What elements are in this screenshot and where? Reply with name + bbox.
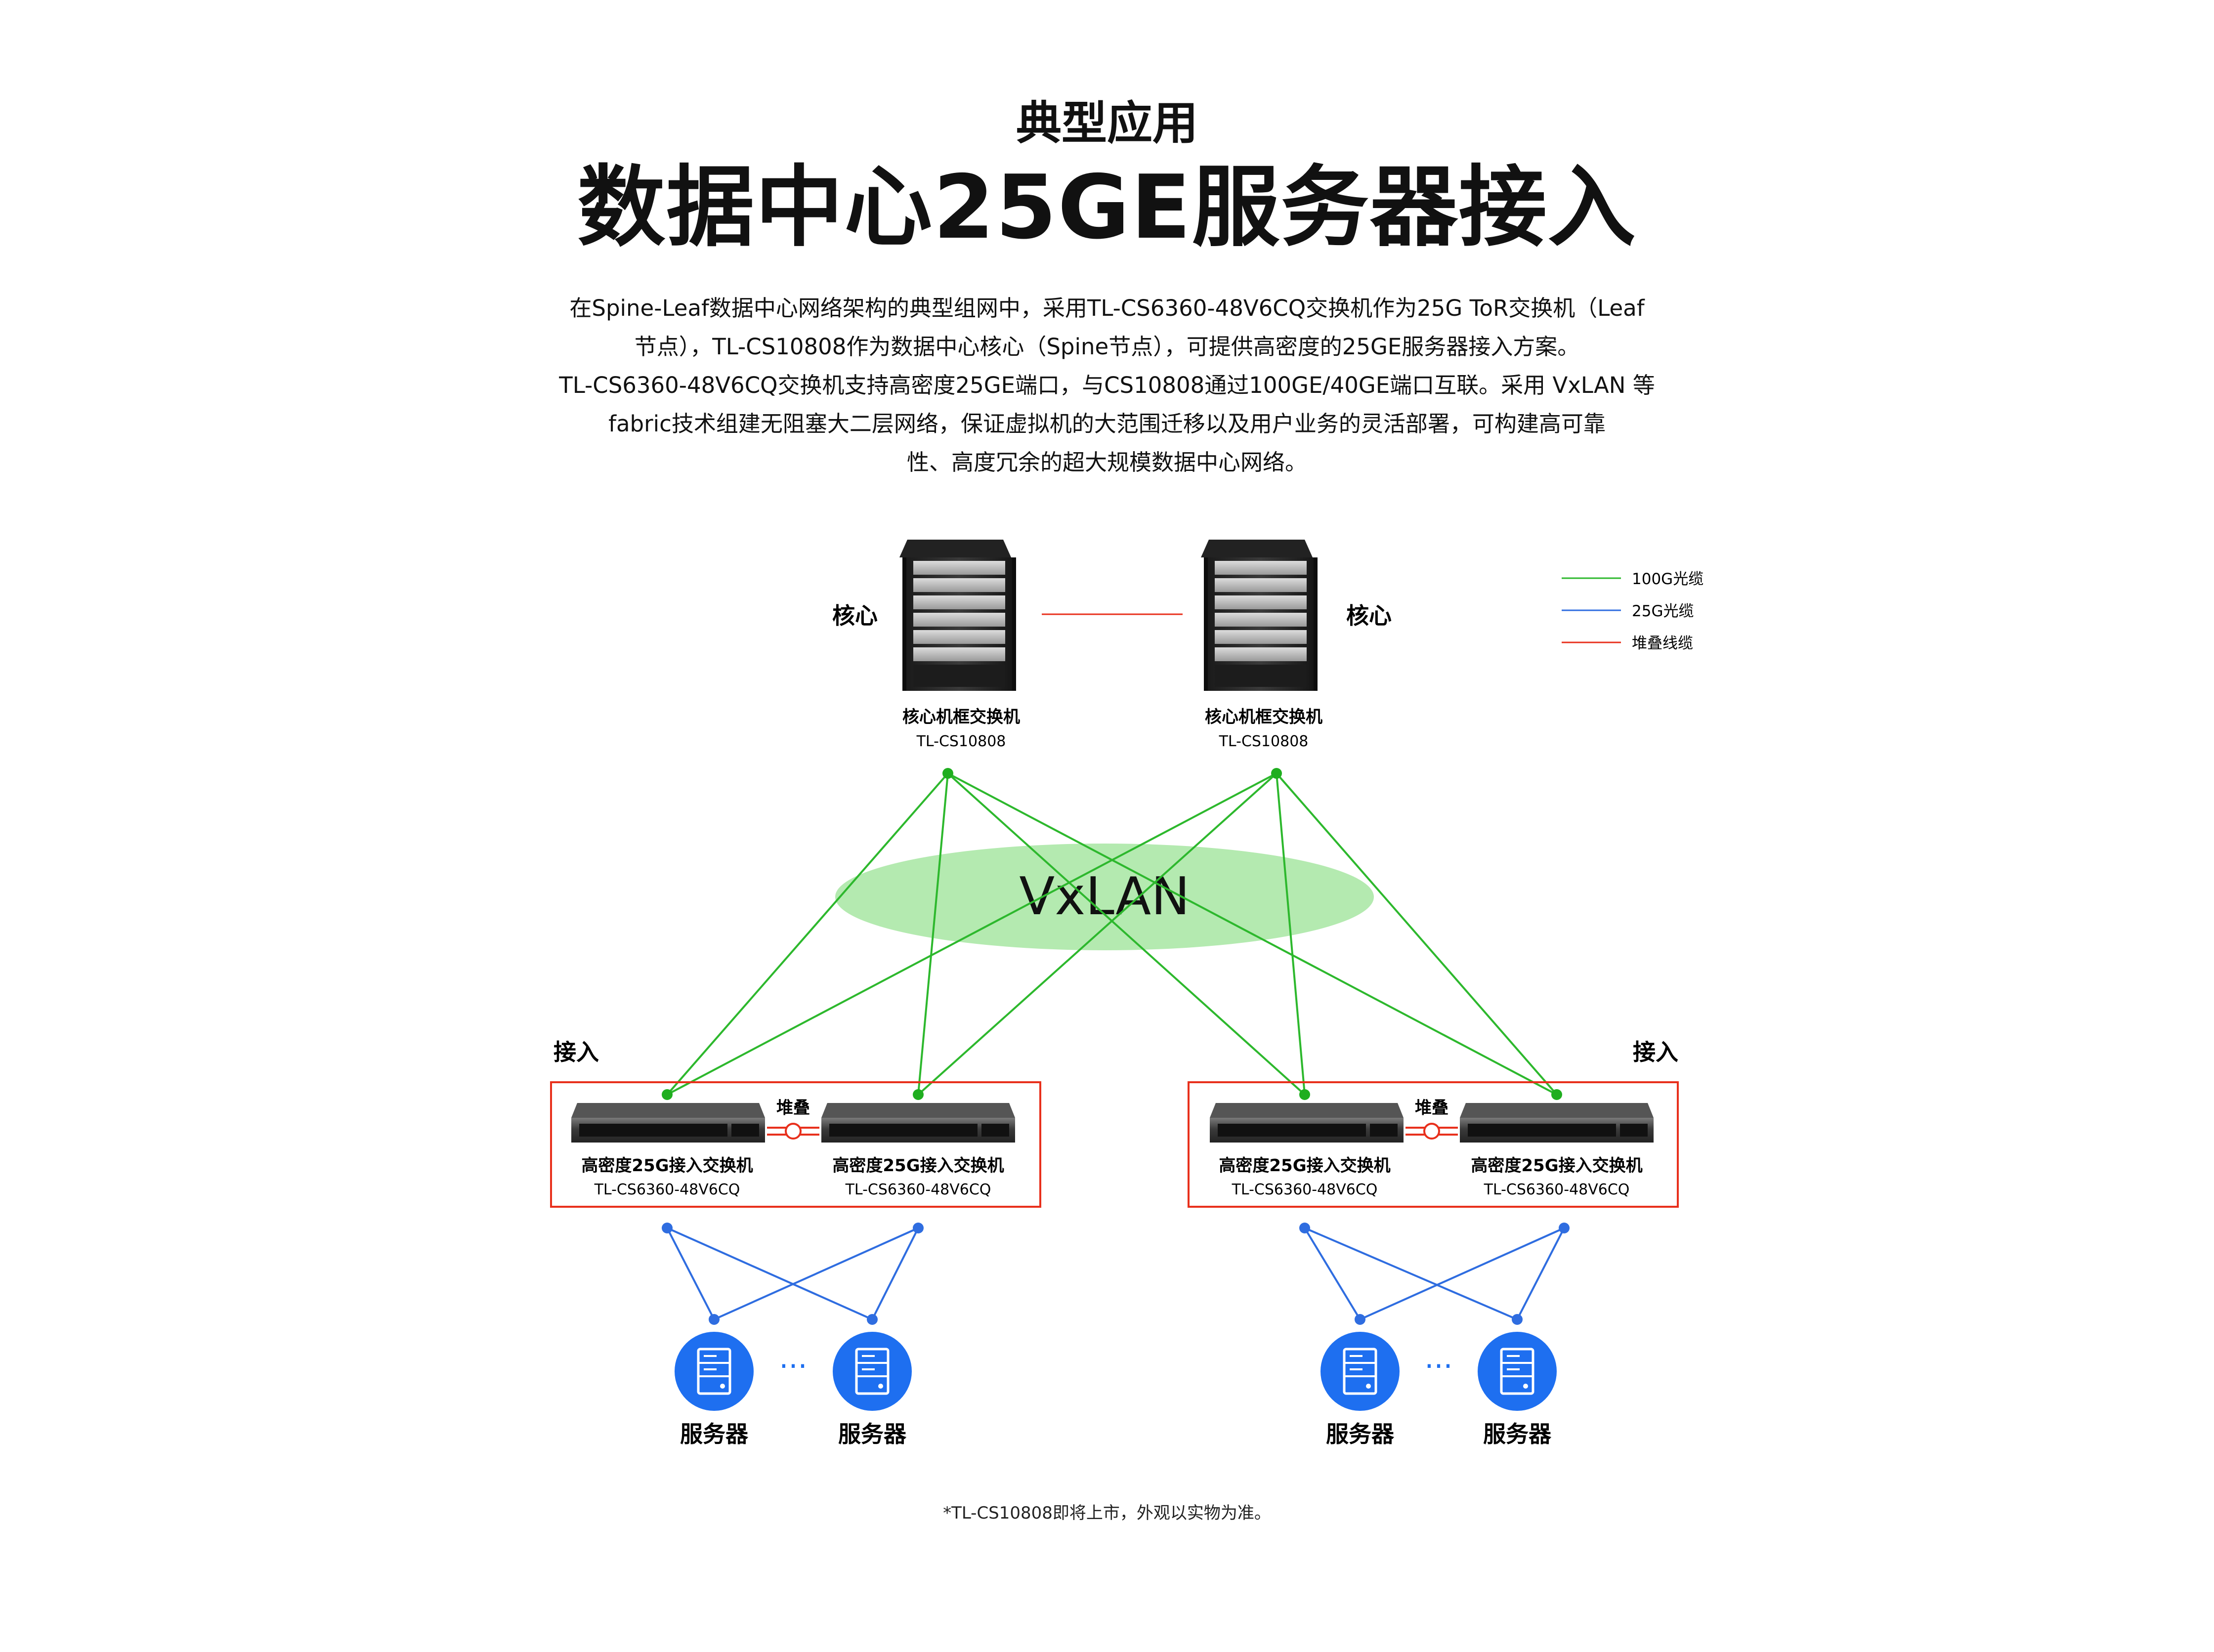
- access-group-right: [1188, 1081, 1679, 1208]
- access-switch-model: TL-CS6360-48V6CQ: [594, 1181, 740, 1198]
- access-switch-model: TL-CS6360-48V6CQ: [1484, 1181, 1630, 1198]
- access-switch-name: 高密度25G接入交换机: [832, 1156, 1004, 1176]
- access-switch-model: TL-CS6360-48V6CQ: [1232, 1181, 1378, 1198]
- core-switch-model: TL-CS10808: [916, 733, 1006, 750]
- server-icon: [833, 1332, 912, 1411]
- stack-link-right: [1405, 1123, 1458, 1140]
- server-label: 服务器: [680, 1421, 749, 1447]
- core-label-left: 核心: [832, 602, 878, 629]
- vxlan-overlay: [835, 844, 1374, 950]
- access-switch-name: 高密度25G接入交换机: [1471, 1156, 1642, 1176]
- access-label-left: 接入: [554, 1039, 599, 1065]
- access-switch: [821, 1103, 1015, 1143]
- server-label: 服务器: [838, 1421, 907, 1447]
- access-switch-name: 高密度25G接入交换机: [581, 1156, 753, 1176]
- 25g-links: [666, 1227, 1565, 1320]
- page-title: 数据中心25GE服务器接入: [577, 156, 1637, 258]
- core-chassis-right: [1201, 540, 1318, 691]
- access-switch: [571, 1103, 765, 1143]
- server-icon: [675, 1332, 754, 1411]
- access-switch-name: 高密度25G接入交换机: [1219, 1156, 1390, 1176]
- 25g-link-dots: [662, 1223, 1570, 1325]
- server-label: 服务器: [1326, 1421, 1395, 1447]
- 100g-links: [666, 772, 1558, 1096]
- legend-label-25g: 25G光缆: [1632, 602, 1694, 620]
- stack-link-left: [767, 1123, 819, 1140]
- access-group-left: [550, 1081, 1041, 1208]
- server-ellipsis: ···: [779, 1349, 807, 1384]
- core-chassis-left: [899, 540, 1016, 691]
- access-switch-model: TL-CS6360-48V6CQ: [845, 1181, 991, 1198]
- description-line: TL-CS6360-48V6CQ交换机支持高密度25GE端口，与CS10808通…: [559, 372, 1655, 398]
- core-switch-model: TL-CS10808: [1219, 733, 1309, 750]
- server-icon: [1478, 1332, 1557, 1411]
- server-ellipsis: ···: [1424, 1349, 1452, 1384]
- core-switch-name: 核心机框交换机: [902, 707, 1020, 727]
- 100g-link-dots: [662, 768, 1562, 1100]
- access-switch: [1210, 1103, 1404, 1143]
- server-label: 服务器: [1483, 1421, 1552, 1447]
- footnote: *TL-CS10808即将上市，外观以实物为准。: [943, 1503, 1271, 1523]
- description-line: fabric技术组建无阻塞大二层网络，保证虚拟机的大范围迁移以及用户业务的灵活部…: [608, 411, 1606, 437]
- description-line: 节点），TL-CS10808作为数据中心核心（Spine节点），可提供高密度的2…: [634, 334, 1580, 360]
- access-switch: [1460, 1103, 1654, 1143]
- core-switch-name: 核心机框交换机: [1205, 707, 1322, 727]
- server-icon: [1320, 1332, 1400, 1411]
- description-line: 在Spine-Leaf数据中心网络架构的典型组网中，采用TL-CS6360-48…: [569, 295, 1645, 321]
- legend: 100G光缆 25G光缆 堆叠线缆: [1562, 570, 1703, 652]
- section-subtitle: 典型应用: [1016, 97, 1198, 150]
- description: 在Spine-Leaf数据中心网络架构的典型组网中，采用TL-CS6360-48…: [544, 289, 1670, 482]
- stack-label: 堆叠: [776, 1098, 810, 1118]
- core-label-right: 核心: [1346, 602, 1392, 629]
- description-line: 性、高度冗余的超大规模数据中心网络。: [906, 449, 1307, 475]
- legend-label-100g: 100G光缆: [1632, 570, 1703, 588]
- legend-label-stack: 堆叠线缆: [1632, 635, 1693, 652]
- stack-label: 堆叠: [1415, 1098, 1448, 1118]
- access-label-right: 接入: [1633, 1039, 1678, 1065]
